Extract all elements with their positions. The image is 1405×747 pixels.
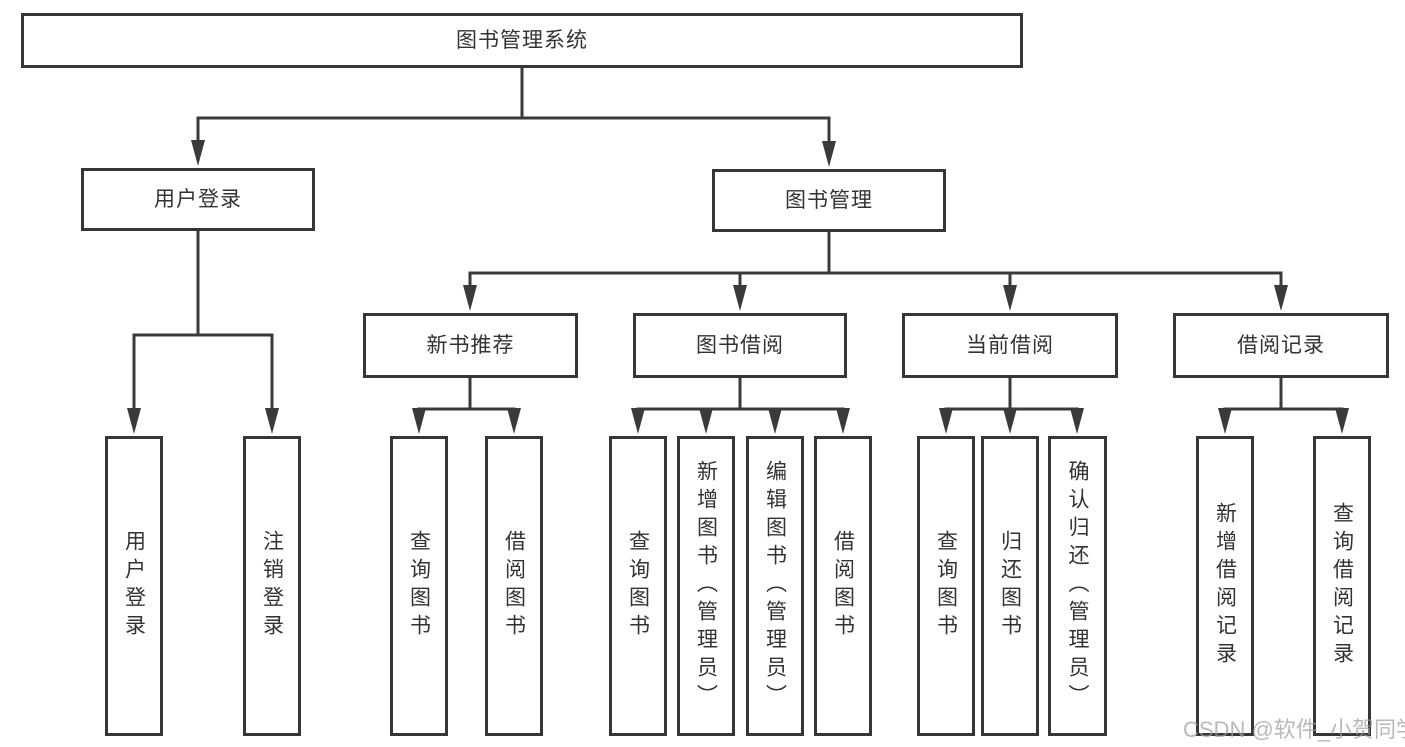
leaf-query-borrow-record-label: 查询借阅记录 — [1330, 502, 1354, 670]
node-borrow-records-label: 借阅记录 — [1237, 334, 1325, 357]
leaf-borrow-books-recommend-label: 借阅图书 — [502, 530, 526, 642]
node-current-borrow-label: 当前借阅 — [966, 334, 1054, 357]
leaf-query-books-borrow: 查询图书 — [609, 436, 667, 736]
leaf-return-books: 归还图书 — [981, 436, 1039, 736]
node-book-borrow-label: 图书借阅 — [696, 334, 784, 357]
leaf-edit-books-admin-label: 编辑图书（管理员） — [763, 460, 787, 712]
node-new-book-recommend-label: 新书推荐 — [426, 334, 515, 357]
node-borrow-records: 借阅记录 — [1173, 313, 1389, 378]
leaf-query-books-recommend-label: 查询图书 — [407, 530, 431, 642]
node-current-borrow: 当前借阅 — [902, 313, 1118, 378]
node-book-borrow: 图书借阅 — [633, 313, 847, 378]
leaf-add-borrow-record-label: 新增借阅记录 — [1213, 502, 1237, 670]
leaf-user-login-label: 用户登录 — [122, 530, 146, 642]
node-book-management-label: 图书管理 — [785, 189, 873, 212]
leaf-query-books-current: 查询图书 — [917, 436, 975, 736]
arrowheads — [127, 140, 1349, 434]
leaf-borrow-books: 借阅图书 — [814, 436, 872, 736]
leaf-add-books-admin: 新增图书（管理员） — [677, 436, 735, 736]
leaf-return-books-label: 归还图书 — [998, 530, 1022, 642]
leaf-add-books-admin-label: 新增图书（管理员） — [694, 460, 718, 712]
node-new-book-recommend: 新书推荐 — [363, 313, 578, 378]
leaf-query-borrow-record: 查询借阅记录 — [1313, 436, 1371, 736]
leaf-confirm-return-admin: 确认归还（管理员） — [1048, 436, 1107, 736]
node-user-login: 用户登录 — [81, 168, 315, 231]
leaf-query-books-borrow-label: 查询图书 — [626, 530, 650, 642]
leaf-add-borrow-record: 新增借阅记录 — [1196, 436, 1254, 736]
leaf-confirm-return-admin-label: 确认归还（管理员） — [1066, 460, 1089, 712]
leaf-user-login: 用户登录 — [105, 436, 163, 736]
leaf-query-books-recommend: 查询图书 — [390, 436, 448, 736]
leaf-logout-label: 注销登录 — [260, 530, 284, 642]
leaf-borrow-books-label: 借阅图书 — [831, 530, 855, 642]
node-user-login-label: 用户登录 — [154, 188, 242, 211]
watermark: CSDN @软件_小贺同学 — [1183, 717, 1405, 742]
node-root: 图书管理系统 — [21, 13, 1023, 68]
leaf-query-books-current-label: 查询图书 — [934, 530, 958, 642]
leaf-borrow-books-recommend: 借阅图书 — [485, 436, 543, 736]
leaf-edit-books-admin: 编辑图书（管理员） — [746, 436, 804, 736]
leaf-logout: 注销登录 — [243, 436, 301, 736]
node-book-management: 图书管理 — [712, 169, 946, 232]
node-root-label: 图书管理系统 — [456, 29, 588, 52]
